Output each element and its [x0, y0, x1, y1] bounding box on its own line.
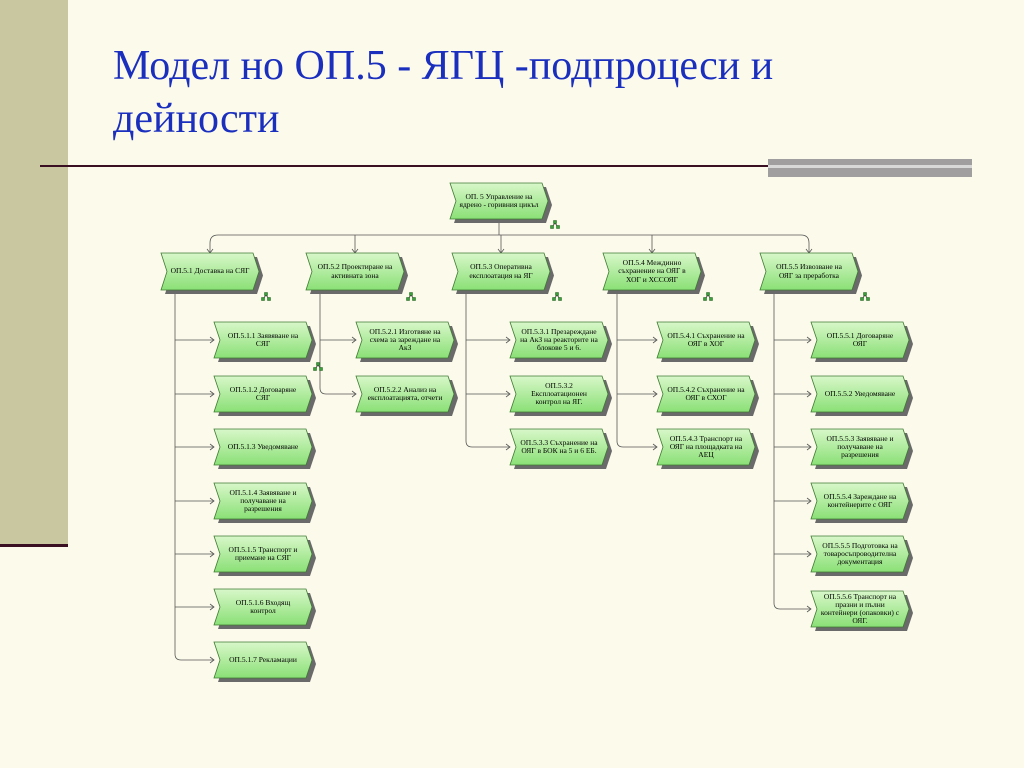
- b3c1-label: ОП.5.3.1 Презареждане на АкЗ на реактори…: [520, 326, 598, 353]
- b2-label: ОП.5.2 Проектиране на активната зона: [317, 262, 393, 280]
- b3c2-label: ОП.5.3.2 Експлоатационен контрол на ЯГ.: [531, 380, 587, 407]
- accent-bar: [768, 159, 972, 177]
- b1c2-arrow: [209, 390, 215, 398]
- b1c7-connector: [174, 653, 214, 661]
- b4-label: ОП.5.4 Междинно съхранение на ОЯГ в ХОГ …: [618, 258, 686, 284]
- b4c2-node: [656, 375, 756, 413]
- b2c1-node: [355, 321, 455, 359]
- b5c3-node: [810, 428, 910, 466]
- b1c3-label: ОП.5.1.3 Уведомяване: [227, 441, 299, 451]
- b5c2-node: [810, 375, 910, 413]
- b5-node: [759, 252, 859, 291]
- b1c7-node: [213, 641, 313, 679]
- b3c1-arrow: [505, 336, 511, 344]
- b2c1-arrow: [351, 336, 357, 344]
- branch-bus-line: [209, 234, 810, 244]
- b5-hierarchy-icon: [860, 292, 870, 301]
- b1c7-label: ОП.5.1.7 Рекламации: [229, 654, 297, 664]
- root-label: ОП. 5 Управление на ядрено - горивния ци…: [459, 191, 539, 209]
- b5c6-connector: [773, 602, 811, 610]
- b3-hierarchy-icon: [552, 292, 562, 301]
- b4c3-label: ОП.5.4.3 Транспорт на ОЯГ на площадката …: [669, 433, 743, 460]
- b1c3-arrow: [209, 443, 215, 451]
- b4-hierarchy-icon: [703, 292, 713, 301]
- b2-node: [305, 252, 405, 291]
- b5c6-node: [810, 590, 910, 628]
- b1c6-label: ОП.5.1.6 Входящ контрол: [235, 597, 291, 615]
- b4c3-connector: [616, 440, 657, 448]
- node-shapes: [160, 182, 910, 679]
- b1c4-arrow: [209, 497, 215, 505]
- b1c5-arrow: [209, 550, 215, 558]
- b5c4-node: [810, 482, 910, 520]
- b5c4-arrow: [806, 497, 812, 505]
- b3c3-connector: [465, 440, 510, 448]
- b2c2-arrow: [351, 390, 357, 398]
- root-hierarchy-icon: [550, 220, 560, 229]
- b5c4-label: ОП.5.5.4 Зареждане на контейнерите с ОЯГ: [823, 491, 897, 509]
- b2c1-hierarchy-icon: [313, 362, 323, 371]
- b3c1-node: [509, 321, 609, 359]
- b5c2-arrow: [806, 390, 812, 398]
- b4c2-label: ОП.5.4.2 Съхранение на ОЯГ в СХОГ: [667, 384, 745, 402]
- b4c1-label: ОП.5.4.1 Съхранение на ОЯГ в ХОГ: [667, 330, 745, 348]
- root-node: [449, 182, 549, 220]
- sidebar-rule: [0, 544, 68, 547]
- connector-lines: [174, 219, 813, 664]
- b5-label: ОП.5.5 Извозване на ОЯГ за преработка: [776, 262, 842, 280]
- b1c6-arrow: [209, 603, 215, 611]
- b1c1-label: ОП.5.1.1 Заявяване на СЯГ: [227, 330, 299, 348]
- b5c3-arrow: [806, 443, 812, 451]
- b5c1-arrow: [806, 336, 812, 344]
- b1c4-label: ОП.5.1.4 Заявяване и получаване на разре…: [229, 487, 297, 514]
- b5c5-label: ОП.5.5.5 Подготовка на товаросъпроводите…: [822, 540, 898, 567]
- b1c4-node: [213, 482, 313, 520]
- b2-hierarchy-icon: [406, 292, 416, 301]
- b5c2-label: ОП.5.5.2 Уведомяване: [824, 388, 896, 398]
- b1c2-node: [213, 375, 313, 413]
- b3c3-node: [509, 428, 609, 466]
- b3c3-label: ОП.5.3.3 Съхранение на ОЯГ в БОК на 5 и …: [520, 437, 598, 455]
- b4c3-node: [656, 428, 756, 466]
- b5c6-label: ОП.5.5.6 Транспорт на празни и пълни кон…: [820, 591, 900, 626]
- slide-title: Модел но ОП.5 - ЯГЦ -подпроцеси и дейнос…: [113, 43, 774, 142]
- b5c5-arrow: [806, 550, 812, 558]
- b3c2-arrow: [505, 390, 511, 398]
- b2c2-connector: [319, 387, 356, 395]
- b1c2-label: ОП.5.1.2 Договаряне СЯГ: [229, 384, 297, 402]
- sidebar-decoration: [0, 0, 68, 545]
- b1c5-label: ОП.5.1.5 Транспорт и приемане на СЯГ: [228, 544, 298, 562]
- b5c5-node: [810, 535, 910, 573]
- b5c6-arrow: [806, 605, 812, 613]
- b3c3-arrow: [505, 443, 511, 451]
- b5c1-label: ОП.5.5.1 Договаряне ОЯГ: [826, 330, 894, 348]
- b4-node: [602, 252, 702, 291]
- b1-label: ОП.5.1 Доставка на СЯГ: [170, 266, 250, 276]
- b1-node: [160, 252, 260, 291]
- b1c7-arrow: [209, 656, 215, 664]
- b2c2-label: ОП.5.2.2 Анализ на експлоатацията, отчет…: [367, 384, 443, 402]
- b1c5-node: [213, 535, 313, 573]
- b2c2-node: [355, 375, 455, 413]
- b3c2-node: [509, 375, 609, 413]
- b1c3-node: [213, 428, 313, 466]
- b4c2-arrow: [652, 390, 658, 398]
- b1-hierarchy-icon: [261, 292, 271, 301]
- b5c3-label: ОП.5.5.3 Заявяване и получаване на разре…: [826, 433, 894, 460]
- b4c1-arrow: [652, 336, 658, 344]
- b1c1-arrow: [209, 336, 215, 344]
- b3-label: ОП.5.3 Оперативна експлоатация на ЯГ: [469, 262, 533, 280]
- title-divider: [40, 165, 972, 167]
- b5c1-node: [810, 321, 910, 359]
- b4c1-node: [656, 321, 756, 359]
- b4c3-arrow: [652, 443, 658, 451]
- b1c6-node: [213, 588, 313, 626]
- b1c1-node: [213, 321, 313, 359]
- b3-node: [451, 252, 551, 291]
- b2c1-label: ОП.5.2.1 Изготвяне на схема за зареждане…: [369, 326, 441, 353]
